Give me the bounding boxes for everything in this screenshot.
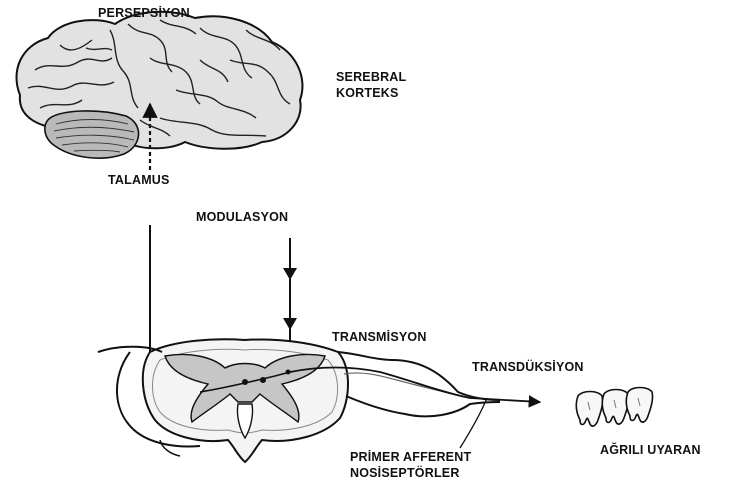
label-transmisyon: TRANSMİSYON <box>332 330 427 345</box>
modulation-arrowhead-1 <box>283 268 297 280</box>
label-serebral-korteks-line2: KORTEKS <box>336 86 399 101</box>
label-talamus: TALAMUS <box>108 173 170 188</box>
label-primer-afferent-line2: NOSİSEPTÖRLER <box>350 466 460 481</box>
label-primer-afferent-line1: PRİMER AFFERENT <box>350 450 471 465</box>
teeth-icon <box>576 388 652 427</box>
modulation-arrowhead-2 <box>283 318 297 330</box>
label-serebral-korteks-line1: SEREBRAL <box>336 70 406 85</box>
brain <box>16 12 302 170</box>
afferent-pointer <box>460 398 487 448</box>
label-modulasyon: MODULASYON <box>196 210 288 225</box>
synapse-dot <box>260 377 266 383</box>
synapse-dot-2 <box>286 370 291 375</box>
label-agrili-uyaran: AĞRILI UYARAN <box>600 443 701 458</box>
label-persepsiyon: PERSEPSİYON <box>98 6 190 21</box>
cerebellum <box>45 111 139 158</box>
left-lower-arc <box>160 440 180 456</box>
label-transduksiyon: TRANSDÜKSİYON <box>472 360 584 375</box>
spinal-cord-section <box>98 339 348 462</box>
